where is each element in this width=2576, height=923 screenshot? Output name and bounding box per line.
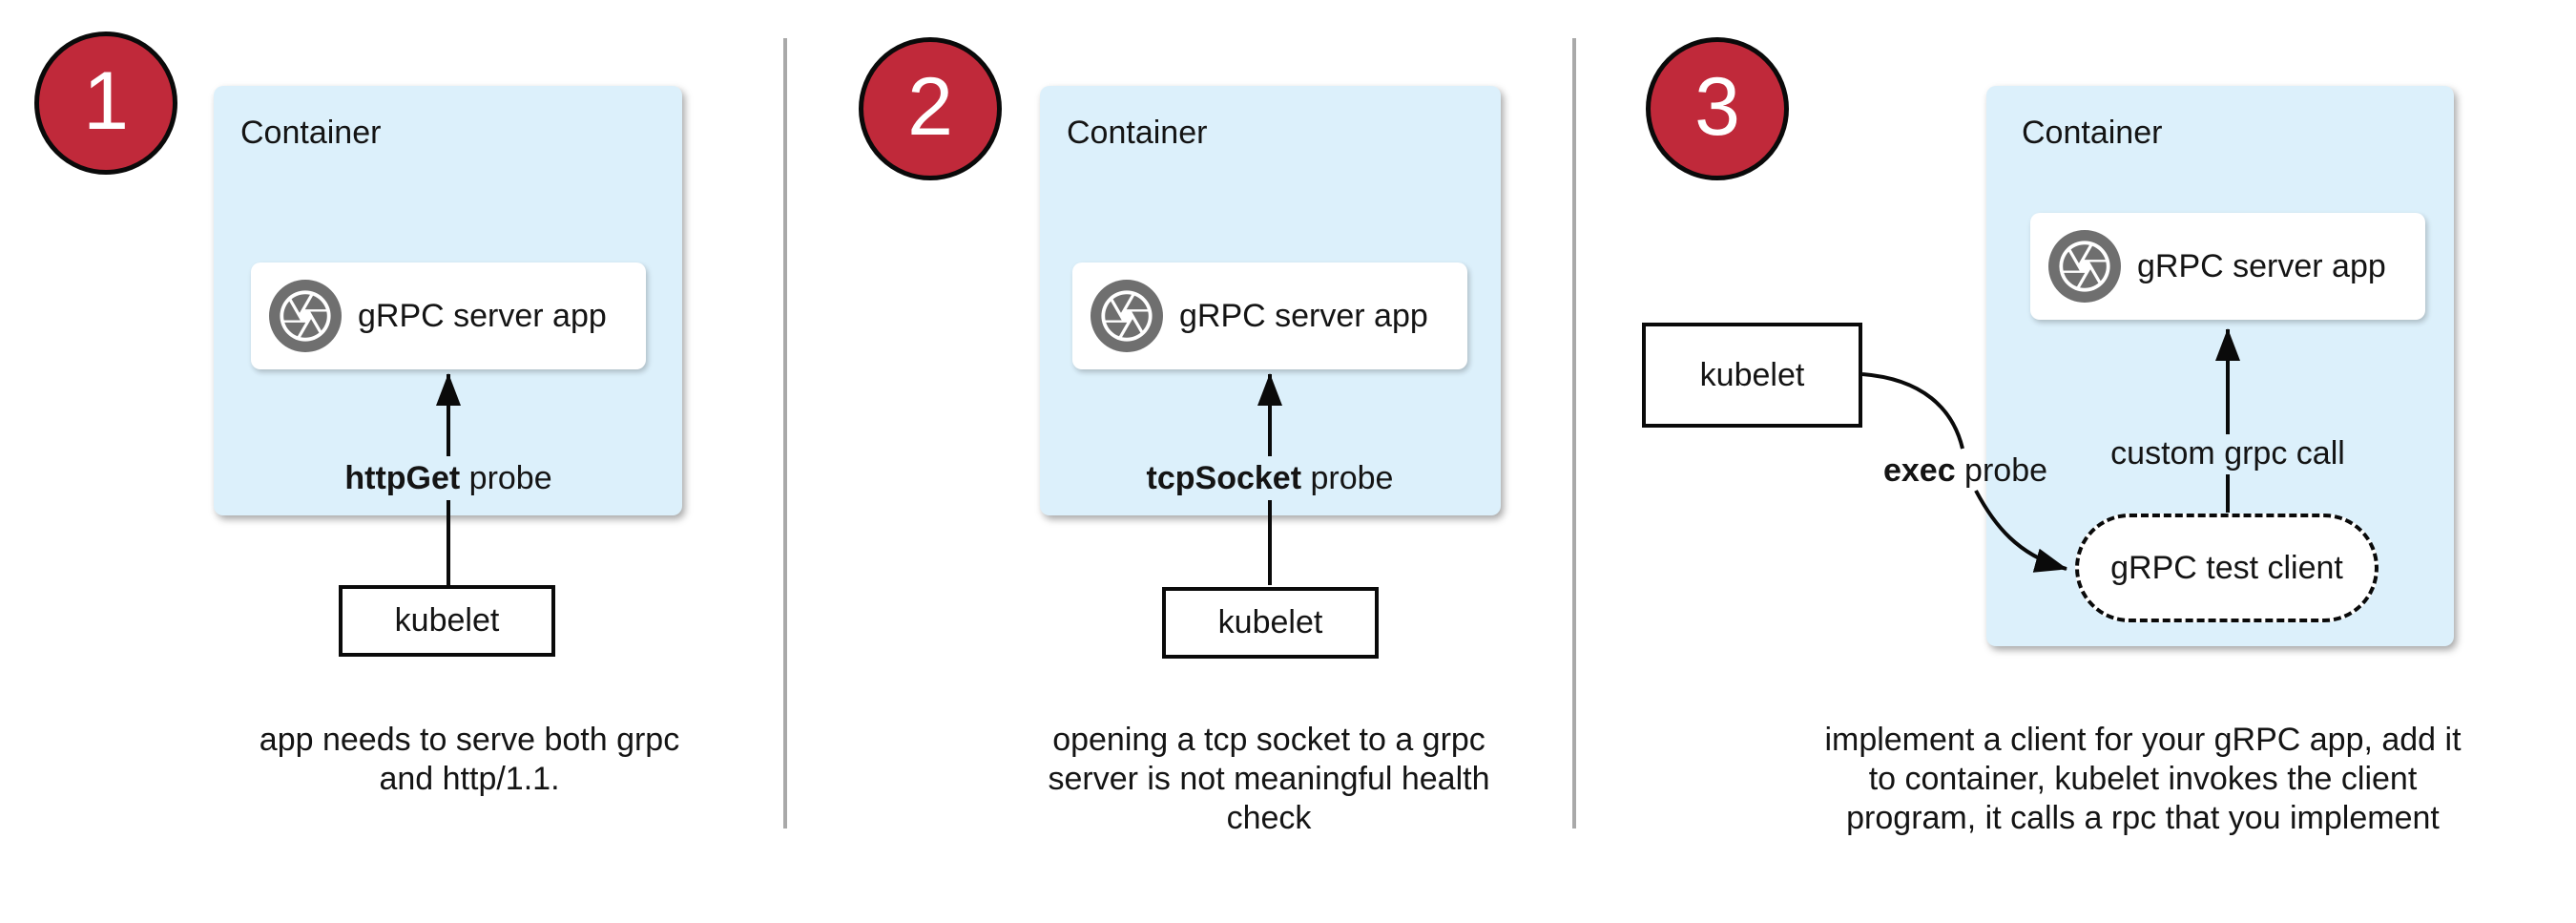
kubelet-label: kubelet: [1217, 604, 1323, 640]
panel-divider-1: [783, 38, 787, 829]
exec-probe-label: exec probe: [1841, 452, 2089, 490]
aperture-icon: [2048, 230, 2121, 303]
caption-1: app needs to serve both grpc and http/1.…: [231, 721, 708, 799]
step-number: 3: [1694, 61, 1740, 153]
probe-word: probe: [1301, 460, 1394, 496]
grpc-test-client-label: gRPC test client: [2110, 549, 2343, 586]
kubelet-box-1: kubelet: [339, 585, 555, 657]
grpc-server-app-box-2: gRPC server app: [1072, 262, 1467, 369]
caption-line: and http/1.1.: [379, 761, 560, 797]
grpc-server-app-box-1: gRPC server app: [251, 262, 646, 369]
probe-kind: tcpSocket: [1146, 460, 1302, 496]
step-badge-3: 3: [1646, 37, 1789, 180]
kubelet-label: kubelet: [1699, 356, 1805, 393]
kubelet-label: kubelet: [394, 602, 500, 639]
probe-kind: httpGet: [344, 460, 461, 496]
container-label: Container: [240, 115, 382, 151]
custom-grpc-call-label: custom grpc call: [2110, 435, 2345, 472]
panel-divider-2: [1572, 38, 1576, 829]
probe-word: probe: [460, 460, 552, 496]
grpc-server-app-label: gRPC server app: [358, 297, 607, 334]
grpc-test-client-box: gRPC test client: [2075, 514, 2379, 622]
httpget-probe-label: httpGet probe: [305, 460, 592, 497]
kubelet-box-3: kubelet: [1642, 323, 1862, 428]
caption-line: to container, kubelet invokes the client: [1868, 761, 2418, 797]
caption-line: server is not meaningful health: [1048, 761, 1490, 797]
step-number: 2: [907, 61, 953, 153]
caption-line: check: [1226, 800, 1312, 836]
grpc-server-app-label: gRPC server app: [2137, 247, 2386, 284]
step-badge-2: 2: [859, 37, 1002, 180]
caption-line: opening a tcp socket to a grpc: [1052, 722, 1485, 758]
exec-arrow-upper-curve: [1861, 372, 1964, 450]
step-number: 1: [83, 55, 129, 147]
probe-kind: exec: [1882, 452, 1956, 489]
probe-word: probe: [1955, 452, 2048, 489]
aperture-icon: [1091, 280, 1163, 352]
aperture-icon: [269, 280, 342, 352]
tcpsocket-probe-label: tcpSocket probe: [1127, 460, 1413, 497]
caption-line: implement a client for your gRPC app, ad…: [1824, 722, 2462, 758]
grpc-server-app-label: gRPC server app: [1179, 297, 1428, 334]
caption-3: implement a client for your gRPC app, ad…: [1790, 721, 2496, 838]
step-badge-1: 1: [34, 31, 177, 175]
kubelet-box-2: kubelet: [1162, 587, 1379, 659]
caption-line: program, it calls a rpc that you impleme…: [1846, 800, 2440, 836]
caption-2: opening a tcp socket to a grpc server is…: [1030, 721, 1507, 838]
grpc-server-app-box-3: gRPC server app: [2030, 213, 2425, 320]
caption-line: app needs to serve both grpc: [259, 722, 680, 758]
container-label: Container: [1067, 115, 1208, 151]
container-label: Container: [2022, 115, 2163, 151]
